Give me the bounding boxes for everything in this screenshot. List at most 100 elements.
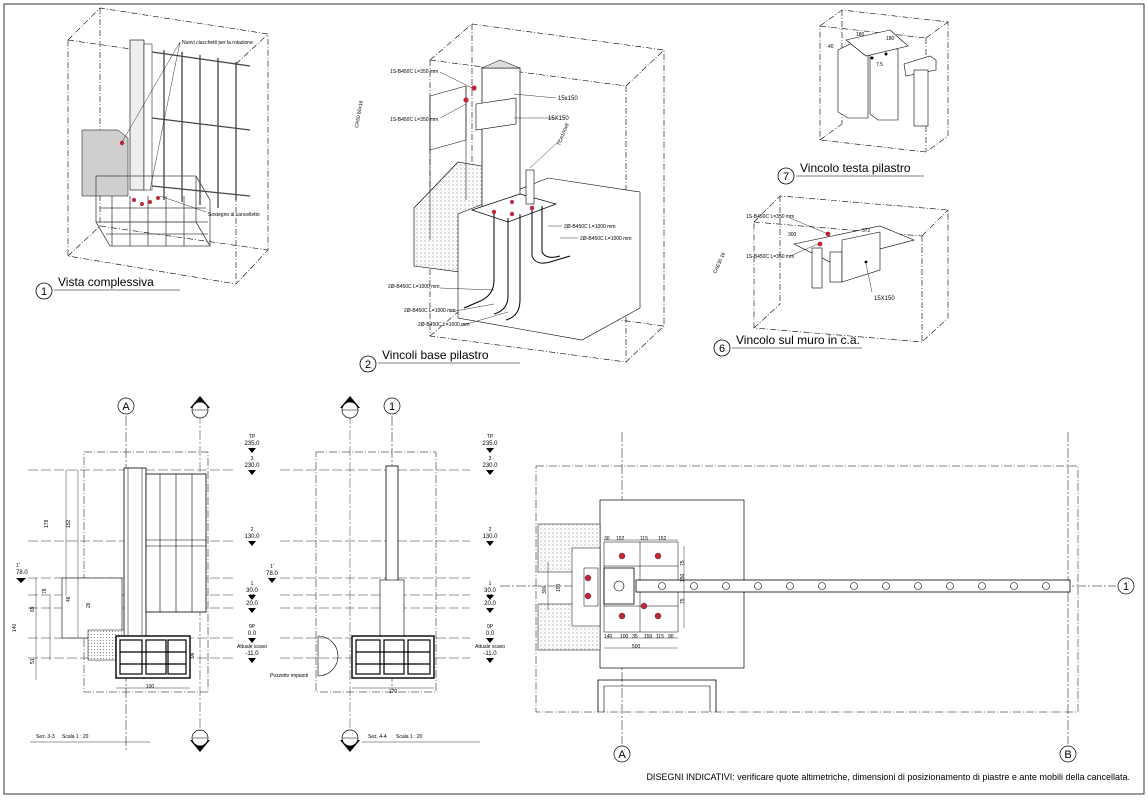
plan-dim-top-3: 115 bbox=[640, 536, 648, 542]
view-6-label-2: CAE30 16 bbox=[712, 251, 727, 274]
section-44-level-marker bbox=[486, 658, 494, 663]
section-33-level-name: Attuale scavo bbox=[237, 644, 267, 650]
section-33-left-level-name: 1' bbox=[16, 563, 20, 569]
view-2-base-detail: 1S-B450C L=350 mm CA50 60x16 1S-B450C L=… bbox=[354, 23, 665, 373]
plan-side-left-1: 300 bbox=[542, 585, 548, 594]
section-33-level-value: -11.0 bbox=[245, 651, 259, 657]
plan-dim-bot-6: 90 bbox=[668, 634, 674, 640]
plan-axis-1: 1 bbox=[1123, 581, 1129, 593]
view-2-label-11: 2Ø-B450C L=1000 mm bbox=[418, 322, 470, 328]
section-44-levels: TP235.03230.02130.0130.00T20.00P0.0Attua… bbox=[266, 434, 505, 663]
view-6-number: 6 bbox=[719, 343, 725, 355]
section-33-level-marker bbox=[248, 470, 256, 475]
section-33-levels: TP235.03230.02130.0130.00T20.00P0.0Attua… bbox=[237, 434, 267, 663]
section-44-left-level-value: 78.0 bbox=[266, 571, 278, 577]
view-7-number: 7 bbox=[783, 171, 789, 183]
section-33-level-name: 2 bbox=[251, 527, 254, 533]
section-33-cut-bottom bbox=[190, 729, 210, 752]
plan-axis-a: A bbox=[618, 749, 626, 761]
plan-dim-bot-1: 140 bbox=[604, 634, 613, 640]
section-44-axis: 1 bbox=[389, 401, 395, 413]
section-44-level-marker bbox=[486, 608, 494, 613]
view-2-label-5: 15X150 bbox=[548, 116, 569, 122]
section-44-left-level-marker bbox=[268, 578, 276, 583]
view-7-title: Vincolo testa pilastro bbox=[800, 161, 911, 175]
view-7-dim-4: 7.5 bbox=[876, 62, 883, 68]
view-7-head-detail: 180 180 40 7.5 7 Vincolo testa pilastro bbox=[777, 9, 949, 185]
view-6-label-3: 1S-B450C L=350 mm bbox=[746, 254, 794, 260]
section-44-level-value: 230.0 bbox=[482, 463, 498, 469]
section-33-level-value: 230.0 bbox=[244, 463, 260, 469]
view-2-label-10: 2Ø-B450C L=1000 mm bbox=[404, 308, 456, 314]
section-44-width: 170 bbox=[389, 689, 398, 695]
view-1-callout-a: Nuovi ciacchetti per la rotazione bbox=[182, 40, 253, 46]
section-33-level-marker bbox=[248, 448, 256, 453]
section-33-left-level-value: 78.0 bbox=[16, 570, 28, 576]
section-33-dim-78: 78 bbox=[42, 588, 48, 594]
view-6-label-1: 1S-B450C L=350 mm bbox=[746, 214, 794, 220]
section-44-level-value: -11.0 bbox=[483, 651, 497, 657]
plan-view: 30 152 115 152 140 100 35 150 115 90 500… bbox=[500, 432, 1135, 763]
view-1-number-circle bbox=[35, 282, 53, 300]
plan-dim-top-1: 30 bbox=[604, 536, 610, 542]
plan-dim-bot-2: 100 bbox=[620, 634, 629, 640]
section-44-pozzetto: Pozzetto impianti bbox=[270, 673, 308, 679]
view-2-label-4: 15x150 bbox=[558, 96, 578, 102]
section-44-level-name: 0P bbox=[487, 624, 494, 630]
section-44-level-marker bbox=[486, 595, 494, 600]
section-4-4: 1 Pozzetto impianti bbox=[270, 396, 480, 752]
section-33-dim-48: 48 bbox=[66, 596, 72, 602]
plan-side-2: 150 bbox=[680, 573, 686, 582]
plan-dim-bot-4: 150 bbox=[644, 634, 653, 640]
section-33-level-name: 3 bbox=[251, 456, 254, 462]
section-33-level-name: TP bbox=[249, 434, 256, 440]
view-6-label-4: 15X150 bbox=[874, 296, 895, 302]
view-6-label-5: 300 bbox=[788, 232, 797, 238]
section-44-level-marker bbox=[486, 448, 494, 453]
section-44-level-marker bbox=[486, 470, 494, 475]
section-33-dim-100: 100 bbox=[146, 684, 155, 690]
plan-dim-bot-5: 115 bbox=[656, 634, 664, 640]
section-44-level-name: 1 bbox=[489, 581, 492, 587]
section-44-level-name: Attuale scavo bbox=[475, 644, 505, 650]
view-2-label-6: TCA100x8 bbox=[556, 122, 570, 146]
section-44-left-level-name: 1' bbox=[270, 564, 274, 570]
section-33-dim-26: 26 bbox=[86, 602, 92, 608]
view-7-dim-2: 180 bbox=[886, 36, 895, 42]
section-33-dim-178: 178 bbox=[44, 519, 50, 528]
view-2-number: 2 bbox=[365, 359, 371, 371]
view-1-number: 1 bbox=[41, 286, 47, 298]
section-33-dim-69: 69 bbox=[30, 606, 36, 612]
section-33-level-name: 0P bbox=[249, 624, 256, 630]
section-44-level-value: 30.0 bbox=[484, 588, 496, 594]
plan-dim-top-2: 152 bbox=[616, 536, 625, 542]
section-44-level-value: 235.0 bbox=[482, 441, 498, 447]
section-33-caption: Sez. 3-3 bbox=[36, 734, 55, 740]
view-2-label-7: 2Ø-B450C L=1000 mm bbox=[564, 224, 616, 230]
section-33-level-marker bbox=[248, 595, 256, 600]
section-44-level-name: 0T bbox=[487, 594, 493, 600]
section-44-level-value: 20.0 bbox=[484, 601, 496, 607]
section-44-level-marker bbox=[486, 638, 494, 643]
section-33-level-value: 20.0 bbox=[246, 601, 258, 607]
section-33-level-marker bbox=[248, 608, 256, 613]
section-44-level-name: TP bbox=[487, 434, 494, 440]
view-7-dim-1: 180 bbox=[856, 32, 865, 38]
section-33-dim-51: 51 bbox=[30, 658, 36, 664]
section-33-level-value: 130.0 bbox=[244, 534, 260, 540]
section-33-dim-96: 96 bbox=[190, 652, 196, 658]
plan-side-1: 75 bbox=[680, 560, 686, 566]
plan-side-3: 75 bbox=[680, 598, 686, 604]
section-33-level-value: 235.0 bbox=[244, 441, 260, 447]
view-2-label-2: CA50 60x16 bbox=[354, 100, 365, 128]
section-3-3: A bbox=[12, 396, 236, 752]
section-33-cut-top bbox=[190, 396, 210, 419]
plan-side-left-2: 150 bbox=[556, 583, 562, 592]
section-44-level-marker bbox=[486, 541, 494, 546]
section-44-level-name: 3 bbox=[489, 456, 492, 462]
view-1-callout-b: Sostegno al cancelletto bbox=[208, 212, 260, 218]
view-6-label-6: 372 bbox=[862, 228, 871, 234]
section-33-level-marker bbox=[248, 638, 256, 643]
